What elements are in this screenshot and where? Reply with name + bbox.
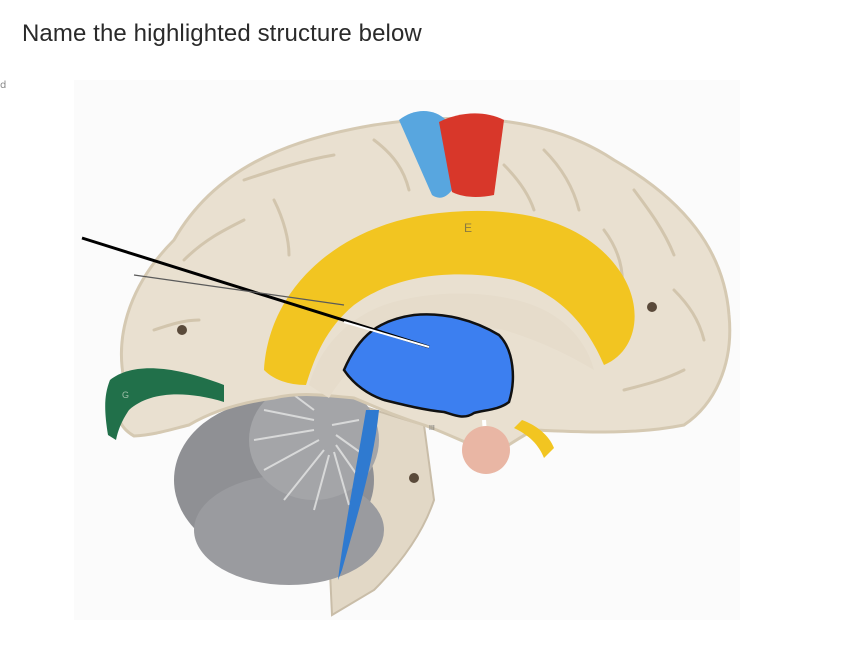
yellow-nerve bbox=[514, 420, 554, 458]
blue-stripe bbox=[338, 410, 379, 580]
pointer-line-inner bbox=[343, 321, 430, 348]
cerebellum-arbor bbox=[253, 379, 365, 511]
sulci bbox=[152, 138, 706, 392]
pituitary-body bbox=[462, 426, 510, 474]
cingulate-region bbox=[264, 210, 635, 385]
edge-mark: d bbox=[0, 80, 7, 91]
green-region bbox=[105, 368, 224, 440]
brain-model-figure: E G III bbox=[74, 80, 740, 620]
highlighted-structure[interactable] bbox=[342, 313, 515, 418]
pin-holes bbox=[177, 302, 657, 483]
blue-band bbox=[399, 111, 452, 198]
upper-label: E bbox=[464, 221, 472, 235]
cerebellum bbox=[174, 380, 384, 585]
pointer-guide-line bbox=[133, 274, 345, 306]
red-band bbox=[439, 113, 504, 197]
corpus-callosum bbox=[309, 293, 594, 398]
question-text: Name the highlighted structure below bbox=[22, 20, 422, 47]
lower-label: III bbox=[429, 425, 435, 432]
left-label: G bbox=[122, 390, 129, 400]
